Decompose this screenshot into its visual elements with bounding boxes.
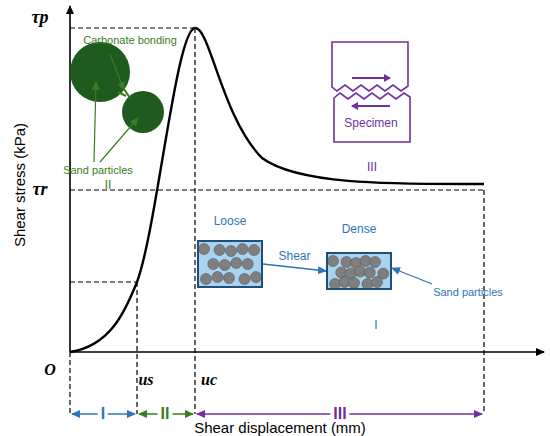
soil-sample-node: Dense	[326, 222, 392, 292]
sand-particle	[212, 272, 223, 283]
residual-stress-symbol: τr	[33, 180, 48, 200]
sand-particle	[249, 245, 260, 256]
sand-particle	[370, 257, 381, 268]
displacement-symbol: uc	[201, 371, 217, 389]
displacement-symbol: us	[138, 371, 153, 389]
stress-curve	[70, 28, 484, 352]
soil-sample-node: Loose	[197, 214, 263, 290]
y-axis	[69, 6, 71, 352]
axis-title: Shear displacement (mm)	[194, 420, 366, 436]
stage-number: III	[367, 161, 377, 174]
stage-number: II	[158, 405, 173, 423]
sample-box	[326, 252, 392, 290]
sand-particle	[214, 245, 225, 256]
sand-particle	[208, 259, 219, 270]
stage-number: I	[98, 405, 108, 423]
callout-text: Sand particles	[63, 164, 133, 176]
sand-particle	[237, 244, 248, 255]
sand-particle	[242, 259, 253, 270]
peak-stress-symbol: τp	[32, 8, 49, 28]
stage-number: II	[105, 179, 112, 192]
sand-particle	[364, 267, 375, 278]
shear-arrow	[352, 77, 390, 79]
node-heading: Dense	[326, 222, 392, 236]
sand-particles	[328, 254, 390, 288]
sand-particle	[349, 278, 360, 289]
specimen-node: Specimen	[330, 40, 412, 144]
sand-particle	[224, 273, 235, 284]
shear-connector	[263, 264, 326, 271]
sand-particle	[328, 256, 339, 267]
origin-label: O	[44, 361, 56, 379]
axis-title: Shear stress (kPa)	[12, 123, 29, 247]
node-text: Specimen	[330, 116, 412, 130]
sample-box	[197, 240, 263, 288]
stage-number: I	[374, 319, 377, 332]
sand-particle	[219, 260, 230, 271]
sand-particle	[239, 274, 250, 285]
bonded-particles	[70, 42, 164, 162]
sand-particle	[226, 246, 237, 257]
edge-label: Shear	[278, 250, 310, 263]
x-axis	[70, 351, 544, 353]
sand-particle	[231, 258, 242, 269]
leader-line	[392, 268, 432, 284]
callout-text: Sand particles	[433, 286, 503, 298]
sand-particle	[372, 277, 383, 288]
guide-lines	[70, 28, 484, 414]
sand-particles	[199, 242, 261, 286]
specimen-upper	[332, 42, 408, 91]
shear-arrow	[352, 105, 390, 107]
callout-text: Carbonate bonding	[83, 34, 177, 46]
sand-particle	[199, 244, 210, 255]
sand-particle	[251, 272, 262, 283]
sand-particle	[201, 274, 212, 285]
node-heading: Loose	[197, 214, 263, 228]
